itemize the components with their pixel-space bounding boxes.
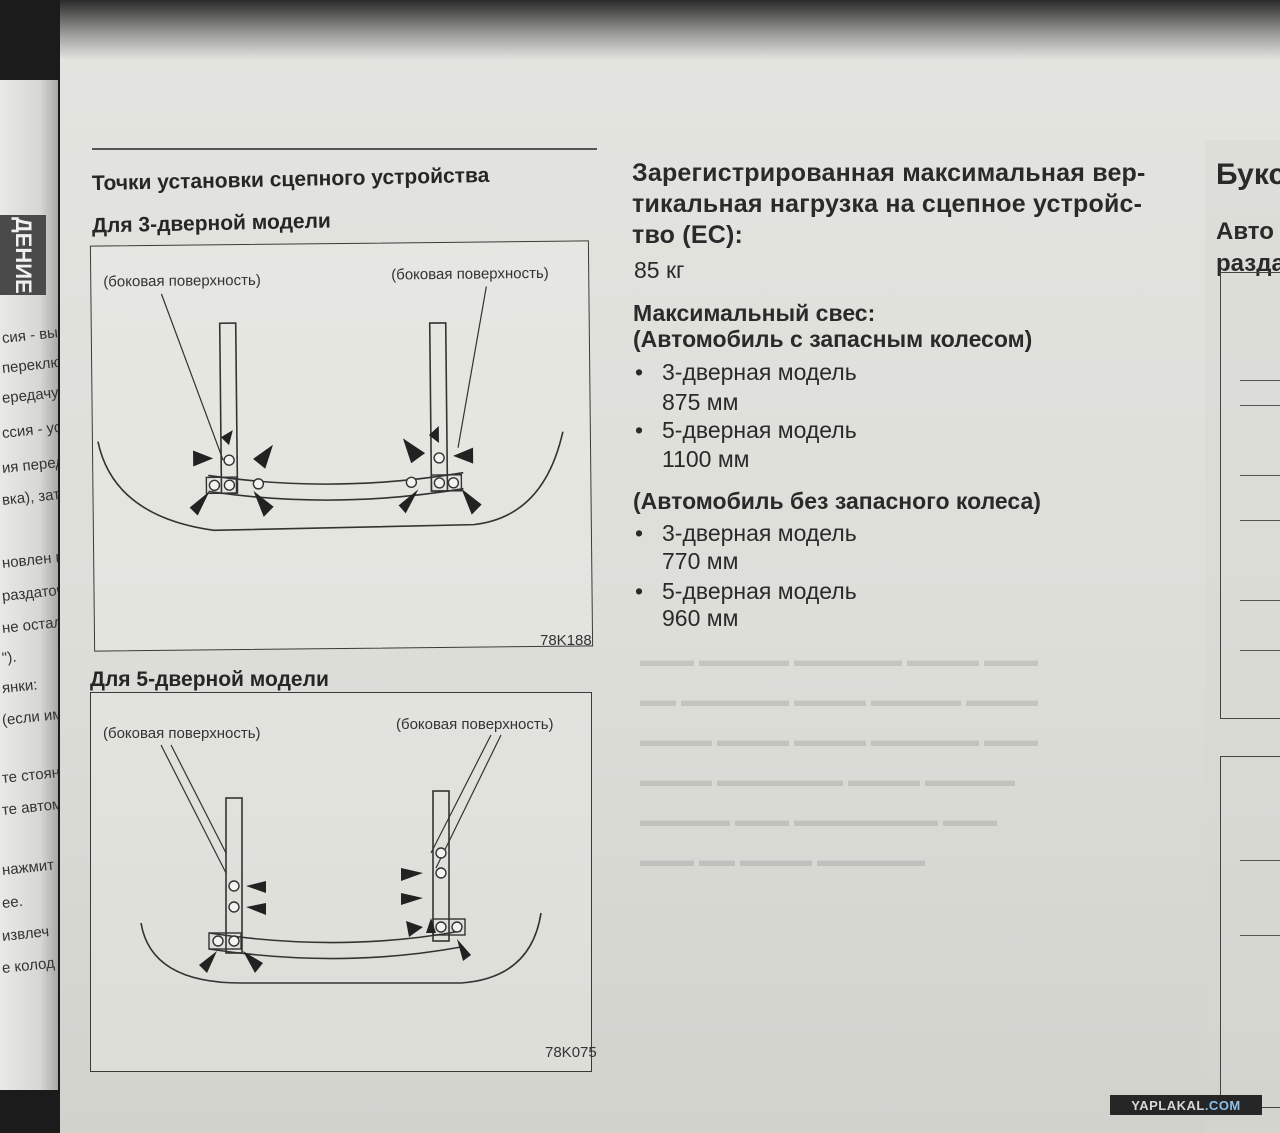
divider (1240, 405, 1280, 406)
page-fragment: нажмит (1, 856, 55, 879)
with-spare-title: (Автомобиль с запасным колесом) (633, 326, 1033, 352)
page-fragment: извлеч (1, 923, 50, 945)
bleed-through-text: ▬▬▬▬▬▬ ▬▬▬▬ ▬▬ ▬▬▬ (640, 850, 926, 870)
divider (1240, 860, 1280, 861)
next-page-heading: Букс (1216, 158, 1280, 191)
model-label: 5-дверная модель (662, 578, 857, 604)
callout-left: (боковая поверхность) (103, 725, 261, 742)
page-fragment: те автом (1, 795, 58, 819)
bleed-through-text: ▬▬▬ ▬▬▬▬▬▬▬▬ ▬▬▬ ▬▬▬▬▬ (640, 810, 998, 830)
callout-right: (боковая поверхность) (396, 716, 554, 733)
overhang-value: 960 мм (662, 605, 739, 631)
site-watermark: YAPLAKAL.COM (1110, 1095, 1262, 1115)
bullet-icon: • (635, 359, 644, 385)
bleed-through-text: ▬▬▬▬▬ ▬▬▬▬ ▬▬▬▬▬▬▬ ▬▬▬▬ (640, 770, 1016, 790)
page-fragment: переключ (1, 353, 58, 377)
page-shadow (60, 0, 1280, 60)
divider (1240, 935, 1280, 936)
vertical-load-title: Зарегистрированная максимальная вер- тик… (632, 158, 1172, 251)
bleed-through-text: ▬▬▬▬ ▬▬▬▬▬ ▬▬▬▬ ▬▬▬▬▬▬ ▬▬ (640, 690, 1039, 710)
figure-title-3-door: Для 3-дверной модели (91, 209, 332, 238)
next-column-edge (1205, 140, 1280, 1133)
divider (1240, 520, 1280, 521)
page-fragment: ее. (1, 892, 24, 912)
bullet-icon: • (635, 578, 644, 604)
page-fragment: янки: (1, 676, 39, 697)
model-label: 3-дверная модель (662, 520, 857, 546)
page-fragment: ередачу. (1, 383, 58, 407)
page-fragment: ия передач (1, 451, 58, 477)
overhang-value: 1100 мм (662, 446, 750, 472)
page-fragment: те стоянк (1, 763, 58, 787)
figure-title-5-door: Для 5-дверной модели (90, 668, 329, 691)
hitch-diagram-3-door: (боковая поверхность) (боковая поверхнос… (97, 265, 564, 532)
next-page-figure (1220, 272, 1280, 719)
next-page-figure (1220, 756, 1280, 1108)
overhang-value: 875 мм (662, 389, 739, 415)
figure-5-door: (боковая поверхность) (боковая поверхнос… (90, 692, 592, 1072)
page-fragment: "). (1, 648, 18, 667)
divider (1240, 650, 1280, 651)
figure-code-3-door: 78K188 (540, 632, 592, 649)
section-rule (92, 148, 597, 150)
overhang-title: Максимальный свес: (633, 300, 876, 326)
next-page-subheading: Авто разда (1216, 218, 1280, 277)
page-fragment: новлен пер (1, 546, 58, 572)
vertical-load-title-line: тво (ЕС): (632, 221, 744, 249)
vertical-load-title-line: тикальная нагрузка на сцепное устройс- (632, 190, 1143, 218)
divider (1240, 600, 1280, 601)
page-fragment: сия - выклю (1, 321, 58, 347)
without-spare-title: (Автомобиль без запасного колеса) (633, 488, 1041, 514)
bullet-icon: • (635, 417, 644, 443)
callout-right: (боковая поверхность) (391, 265, 549, 284)
chapter-tab: ДЕНИЕ (0, 215, 46, 295)
model-label: 3-дверная модель (662, 359, 857, 385)
vertical-load-value: 85 кг (634, 257, 685, 283)
callout-left: (боковая поверхность) (103, 272, 261, 291)
page-fragment: е колод (1, 954, 56, 977)
hitch-diagram-5-door: (боковая поверхность) (боковая поверхнос… (103, 716, 554, 984)
watermark-text: YAPLAKAL (1131, 1097, 1205, 1113)
page-fragment: раздаточ (1, 581, 58, 605)
page-fragment: ссия - уста (1, 417, 58, 442)
previous-page-edge: ДЕНИЕ сия - выклю переключ ередачу. ссия… (0, 80, 58, 1090)
vertical-load-title-line: Зарегистрированная максимальная вер- (632, 159, 1146, 187)
bleed-through-text: ▬▬▬ ▬▬▬▬▬▬ ▬▬▬▬ ▬▬▬▬ ▬▬▬▬ (640, 730, 1039, 750)
figure-code-5-door: 78K075 (545, 1044, 597, 1061)
model-label: 5-дверная модель (662, 417, 857, 443)
page-fragment: не остался (1, 612, 58, 637)
overhang-value: 770 мм (662, 548, 739, 574)
manual-page (60, 0, 1280, 1133)
figure-3-door: (боковая поверхность) (боковая поверхнос… (89, 240, 594, 652)
bleed-through-text: ▬▬▬ ▬▬▬▬ ▬▬▬▬▬▬ ▬▬▬▬▬ ▬▬▬ (640, 650, 1039, 670)
divider (1240, 380, 1280, 381)
divider (1240, 475, 1280, 476)
page-fragment: (если им (1, 705, 58, 729)
bullet-icon: • (635, 520, 644, 546)
watermark-domain: .COM (1204, 1097, 1241, 1113)
page-fragment: вка), зат (1, 485, 58, 509)
